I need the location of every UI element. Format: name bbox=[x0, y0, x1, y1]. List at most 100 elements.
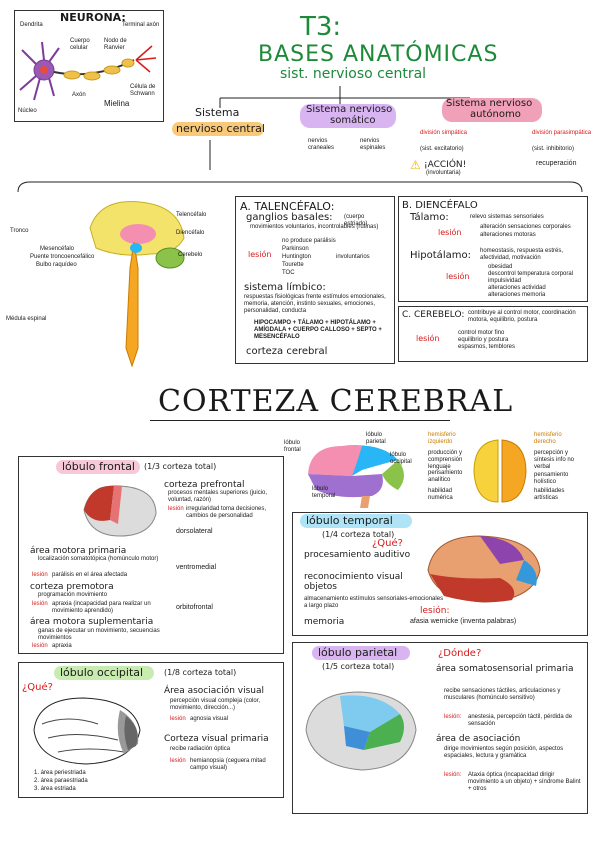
motora-lesion-label: lesión bbox=[32, 572, 48, 578]
neuron-illustration bbox=[19, 41, 157, 101]
hipotalamo-lesion-0: obesidad bbox=[488, 264, 513, 270]
hemisferio-izq-item-2: habilidad numérica bbox=[428, 488, 453, 501]
page-subtitle: sist. nervioso central bbox=[280, 66, 427, 82]
temporal-brain-diagram bbox=[427, 535, 541, 603]
motora-lesion: parálisis en el área afectada bbox=[52, 572, 128, 578]
suplementaria-title: área motora suplementaria bbox=[30, 617, 154, 627]
autonomic-system-label-2: autónomo bbox=[470, 109, 521, 120]
neurona-label-mielina: Mielina bbox=[104, 99, 130, 108]
central-system-pill bbox=[172, 122, 264, 136]
cerebelo-lesion-1: equilibrio y postura bbox=[458, 337, 509, 343]
central-bracket bbox=[17, 181, 583, 193]
brain-label-cerebelo: Cerebelo bbox=[178, 252, 203, 258]
brain-label-bulbo: Bulbo raquídeo bbox=[36, 262, 77, 268]
somatic-item-craneales: nervios craneales bbox=[308, 138, 335, 151]
brain-label-mesencefalo: Mesencéfalo bbox=[40, 246, 75, 252]
corteza-title: CORTEZA CEREBRAL bbox=[158, 384, 514, 419]
ganglios-lesion-item-0: no produce parálisis bbox=[282, 238, 336, 244]
parasympathetic-label: división parasimpática bbox=[532, 130, 592, 136]
brain-label-diencefalo: Diencéfalo bbox=[176, 230, 205, 236]
occipital-title: lóbulo occipital bbox=[60, 666, 144, 679]
recuperacion-label: recuperación bbox=[536, 160, 577, 167]
occipital-area-lesion-label: lesión bbox=[170, 716, 186, 722]
cerebelo-lesion-label: lesión bbox=[416, 334, 440, 343]
cerebelo-box bbox=[398, 306, 588, 362]
warning-icon: ⚠ bbox=[410, 158, 421, 172]
occipital-legend-2: 3. área estriada bbox=[34, 786, 76, 792]
central-system-label-2: nervioso central bbox=[176, 122, 265, 135]
cerebelo-lesion-0: control motor fino bbox=[458, 330, 505, 336]
premotora-desc: programación movimiento bbox=[38, 592, 108, 598]
parietal-asociacion-lesion-label: lesión: bbox=[444, 772, 462, 778]
prefrontal-lesion-label: lesión bbox=[168, 506, 184, 512]
parietal-somato-lesion-label: lesión: bbox=[444, 714, 462, 720]
ganglios-lesion-item-4: TOC bbox=[282, 270, 295, 276]
hemisferio-izq-title: hemisferio izquierdo bbox=[428, 432, 456, 445]
occipital-corteza-desc: recibe radiación óptica bbox=[170, 746, 231, 752]
cerebelo-desc: contribuye al control motor, coordinació… bbox=[468, 310, 576, 323]
topic-number: T3: bbox=[300, 12, 342, 42]
occipital-question: ¿Qué? bbox=[22, 682, 53, 693]
frontal-note: (1/3 corteza total) bbox=[144, 462, 217, 471]
parietal-note: (1/5 corteza total) bbox=[322, 662, 395, 671]
hipotalamo-lesion-2: impulsividad bbox=[488, 278, 522, 284]
somatic-system-pill bbox=[300, 104, 396, 128]
temporal-item-1: reconocimiento visual objetos bbox=[304, 572, 403, 592]
accion-label: ¡ACCIÓN! bbox=[424, 160, 467, 170]
temporal-item-2: almacenamiento estímulos sensoriales-emo… bbox=[304, 596, 444, 609]
temporal-title: lóbulo temporal bbox=[306, 514, 393, 527]
parietal-brain-diagram bbox=[305, 691, 417, 771]
lobes-label-temporal: lóbulo temporal bbox=[312, 486, 336, 499]
ganglios-lesion-item-1: Parkinson bbox=[282, 246, 309, 252]
talamo-lesion-1: alteraciones motoras bbox=[480, 232, 536, 238]
prefrontal-desc: procesos mentales superiores (juicio, vo… bbox=[168, 490, 268, 503]
neurona-label-axon: Axón bbox=[72, 92, 86, 98]
parietal-somato-lesion: anestesia, percepción táctil, pérdida de… bbox=[468, 714, 573, 727]
occipital-corteza-lesion-label: lesión bbox=[170, 758, 186, 764]
neurona-label-terminal: Terminal axón bbox=[122, 22, 160, 28]
brain-diagram bbox=[89, 201, 185, 368]
frontal-box bbox=[18, 456, 284, 654]
occipital-area-title: Área asociación visual bbox=[164, 686, 265, 696]
hemisferio-der-item-0: percepción y síntesis info no verbal bbox=[534, 450, 575, 470]
prefrontal-title: corteza prefrontal bbox=[164, 480, 245, 490]
sympathetic-note: (sist. excitatorio) bbox=[420, 146, 464, 152]
prefrontal-sub-2: orbitofrontal bbox=[176, 604, 213, 611]
ganglios-lesion-label: lesión bbox=[248, 250, 272, 259]
autonomic-system-pill bbox=[442, 98, 542, 122]
diencefalo-box bbox=[398, 196, 588, 302]
parietal-title-pill bbox=[312, 646, 410, 660]
parasympathetic-note: (sist. inhibitorio) bbox=[532, 146, 575, 152]
lobes-brain-diagram bbox=[308, 445, 404, 508]
corteza-title-underline bbox=[150, 420, 450, 421]
temporal-item-0: procesamiento auditivo bbox=[304, 550, 411, 560]
motora-desc: localización somatotópica (homúnculo mot… bbox=[38, 556, 159, 562]
cerebelo-lesion-2: espasmos, temblores bbox=[458, 344, 516, 350]
page-title: BASES ANATÓMICAS bbox=[258, 42, 499, 67]
lobes-label-frontal: lóbulo frontal bbox=[284, 440, 301, 453]
parietal-title: lóbulo parietal bbox=[318, 646, 398, 659]
ganglios-note: (cuerpo estriado) bbox=[344, 214, 368, 227]
hemisferio-der-item-2: habilidades artísticas bbox=[534, 488, 565, 501]
parietal-asociacion-title: área de asociación bbox=[436, 734, 521, 744]
hipotalamo-title: Hipotálamo: bbox=[410, 250, 471, 261]
motora-title: área motora primaria bbox=[30, 546, 127, 556]
occipital-legend-0: 1. área periestriada bbox=[34, 770, 86, 776]
talamo-lesion-label: lesión bbox=[438, 228, 462, 237]
occipital-corteza-title: Corteza visual primaria bbox=[164, 734, 269, 744]
temporal-note: (1/4 corteza total) bbox=[322, 530, 395, 539]
systems-tree-lines bbox=[209, 86, 471, 170]
cerebelo-title: C. CEREBELO: bbox=[402, 310, 465, 320]
ganglios-lesion-note: involuntarios bbox=[336, 254, 370, 260]
hemisferio-der-title: hemisferio derecho bbox=[534, 432, 562, 445]
neurona-title: NEURONA: bbox=[60, 11, 126, 24]
temporal-lesion-desc: afasia wernicke (inventa palabras) bbox=[410, 618, 517, 625]
prefrontal-lesion: irregularidad toma decisiones, cambios d… bbox=[186, 506, 267, 519]
talamo-lesion-0: alteración sensaciones corporales bbox=[480, 224, 571, 230]
occipital-brain-diagram bbox=[33, 697, 141, 765]
parietal-somato-title: área somatosensorial primaria bbox=[436, 664, 574, 674]
occipital-corteza-lesion: hemianopsia (ceguera mitad campo visual) bbox=[190, 758, 266, 771]
brain-label-telencefalo: Telencéfalo bbox=[176, 212, 207, 218]
occipital-title-pill bbox=[54, 666, 154, 680]
neurona-label-nodo: Nodo de Ranvier bbox=[104, 38, 127, 51]
